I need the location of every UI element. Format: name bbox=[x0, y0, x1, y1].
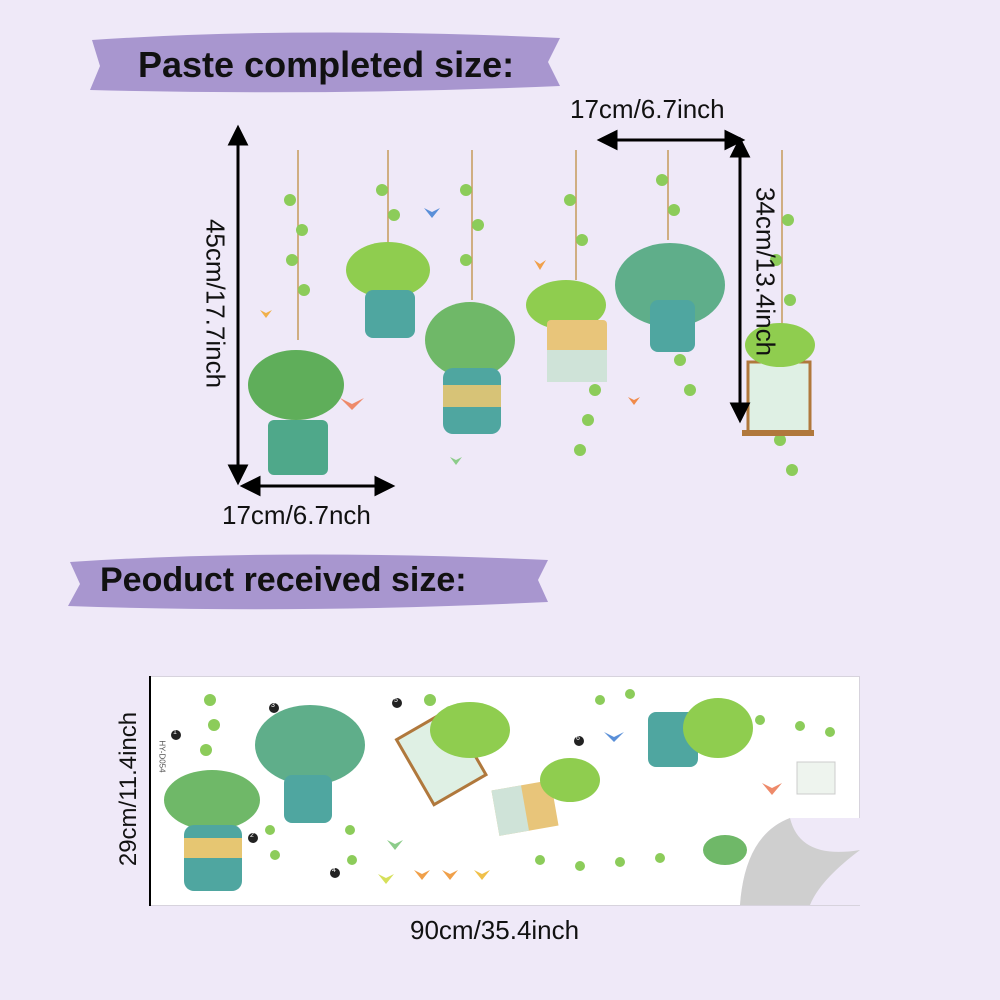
part-number-2: 2 bbox=[250, 832, 254, 839]
completed-width-top-label: 17cm/6.7inch bbox=[570, 94, 725, 124]
part-number-5: 5 bbox=[394, 697, 398, 704]
completed-size-heading: Paste completed size: bbox=[138, 44, 515, 85]
part-number-1: 1 bbox=[173, 729, 177, 736]
sheet-width-label: 90cm/35.4inch bbox=[410, 915, 580, 945]
part-number-6: 6 bbox=[576, 735, 580, 742]
sheet-height-label: 29cm/11.4inch bbox=[115, 711, 142, 867]
part-number-4: 4 bbox=[332, 867, 336, 874]
received-size-heading: Peoduct received size: bbox=[100, 561, 467, 599]
product-code: HY-D054 bbox=[157, 740, 167, 773]
part-number-3: 3 bbox=[271, 702, 275, 709]
completed-width-bottom-label: 17cm/6.7nch bbox=[222, 500, 371, 530]
